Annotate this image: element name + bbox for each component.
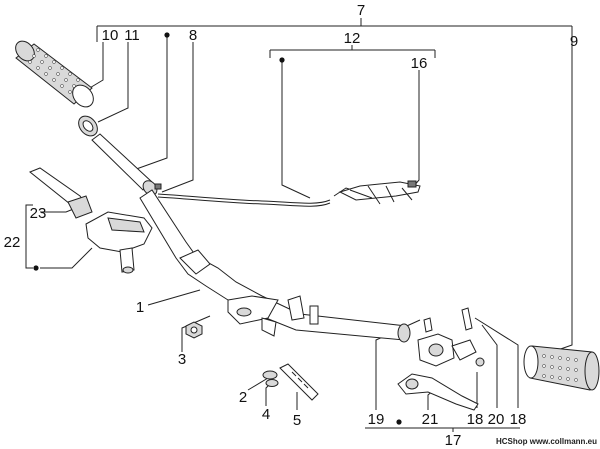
dot-marker xyxy=(396,419,402,425)
label-18-right: 18 xyxy=(510,411,527,428)
left-lever-pivot xyxy=(67,195,93,219)
handlebar-bracket xyxy=(179,249,211,275)
leader-22-dot xyxy=(40,247,93,269)
nut-hole xyxy=(190,326,198,334)
leader-11 xyxy=(97,42,129,123)
bolt-thread xyxy=(291,371,309,389)
label-5: 5 xyxy=(293,412,301,429)
leader-12-dot xyxy=(281,60,311,199)
throttle-tube-body xyxy=(91,133,153,191)
left-grip-end xyxy=(15,40,35,62)
label-7: 7 xyxy=(357,2,365,19)
dot-marker xyxy=(33,265,39,271)
label-2: 2 xyxy=(239,389,247,406)
right-grip xyxy=(523,345,600,391)
throttle-cable xyxy=(157,180,421,207)
master-cylinder-cap xyxy=(107,217,145,233)
switch-18 xyxy=(475,357,485,367)
label-23: 23 xyxy=(30,205,47,222)
dot-marker xyxy=(279,57,285,63)
washer-4 xyxy=(265,379,279,387)
label-18-left: 18 xyxy=(467,411,484,428)
label-9: 9 xyxy=(570,33,578,50)
bolt-5 xyxy=(279,363,319,401)
right-grip-mouth xyxy=(523,345,539,379)
label-16: 16 xyxy=(411,55,428,72)
leader-3 xyxy=(181,315,211,352)
handlebar-right-end xyxy=(397,323,411,343)
dot-marker xyxy=(164,32,170,38)
callout-labels: 7 10 11 8 12 9 16 23 22 1 3 2 4 5 19 21 … xyxy=(4,2,579,449)
right-lever-pivot xyxy=(405,378,419,390)
leader-18b xyxy=(474,317,519,408)
bracket-7 xyxy=(96,18,573,42)
right-grip-end xyxy=(584,351,600,391)
label-19: 19 xyxy=(368,411,385,428)
leader-9 xyxy=(551,42,573,353)
watermark-text: HCShop www.collmann.eu xyxy=(496,437,597,446)
bracket-12 xyxy=(269,45,436,58)
right-brake-assembly xyxy=(397,307,485,411)
label-21: 21 xyxy=(422,411,439,428)
bracket-22 xyxy=(25,204,33,269)
leader-16 xyxy=(411,70,420,189)
leader-8 xyxy=(161,42,194,193)
cable-line-1 xyxy=(157,193,331,204)
cable-line-2 xyxy=(157,196,331,207)
left-grip xyxy=(15,40,94,108)
handlebar-main xyxy=(139,189,407,341)
leader-1 xyxy=(147,289,201,306)
label-8: 8 xyxy=(189,27,197,44)
label-1: 1 xyxy=(136,299,144,316)
master-cylinder-fitting xyxy=(122,266,134,274)
master-cylinder-outlet xyxy=(119,247,135,273)
label-4: 4 xyxy=(262,406,270,423)
label-3: 3 xyxy=(178,351,186,368)
left-grip-texture xyxy=(28,48,80,94)
right-grip-texture xyxy=(542,354,578,382)
center-clamp-hole xyxy=(236,307,252,317)
marker-dots xyxy=(33,32,402,425)
throttle-cable-clip xyxy=(154,183,162,190)
bracket-17 xyxy=(365,427,520,432)
cable-junction-wires xyxy=(349,185,413,205)
label-22: 22 xyxy=(4,234,21,251)
screw-19 xyxy=(423,317,433,333)
cable-junction-nut xyxy=(407,180,417,188)
stem-tab-left xyxy=(287,295,305,321)
handlebar-tube xyxy=(139,189,411,343)
stem-tab-right xyxy=(309,305,319,325)
screw-20 xyxy=(461,307,473,331)
right-bracket-bore xyxy=(428,343,444,357)
leader-20 xyxy=(481,324,498,408)
label-20: 20 xyxy=(488,411,505,428)
left-brake-assembly xyxy=(29,167,153,274)
washer-2 xyxy=(262,370,278,380)
clamp-tab xyxy=(261,317,277,337)
center-clamp xyxy=(227,295,279,325)
label-11: 11 xyxy=(124,27,140,44)
label-12: 12 xyxy=(344,30,361,47)
cable-junction-body xyxy=(338,181,421,201)
leader-2 xyxy=(247,377,269,391)
grip-ring-hole xyxy=(82,120,94,132)
throttle-tube xyxy=(91,133,162,196)
label-17: 17 xyxy=(445,432,462,449)
leader-lines xyxy=(25,18,573,432)
right-bracket-arm xyxy=(451,339,477,361)
leader-dot-top xyxy=(127,36,168,173)
label-10: 10 xyxy=(102,27,119,44)
